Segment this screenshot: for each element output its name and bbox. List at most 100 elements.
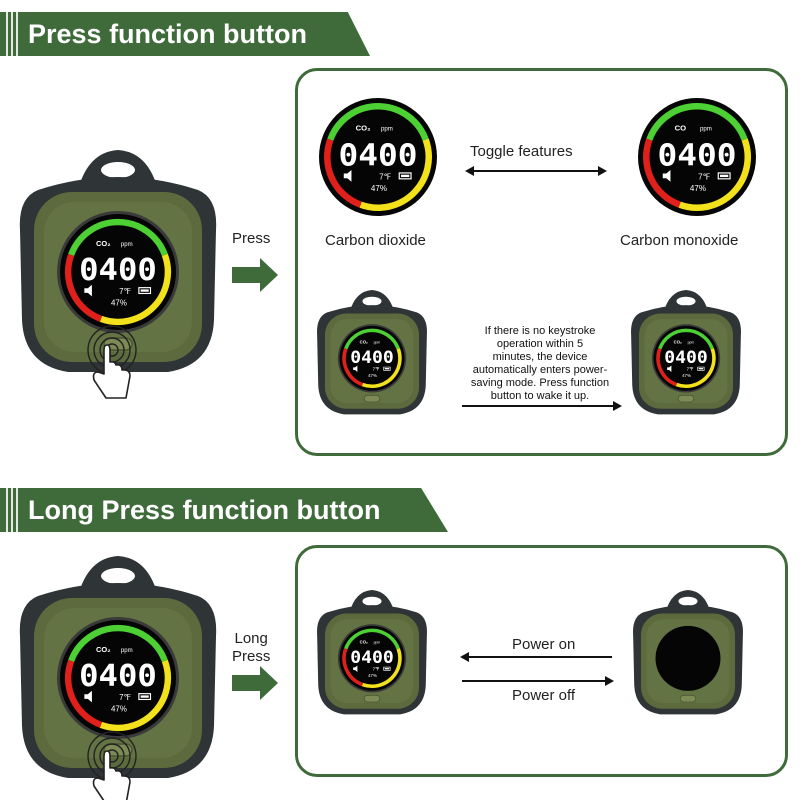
note-line: button to wake it up.: [490, 390, 590, 402]
gauge-green-arc: [327, 103, 429, 141]
gas-label: CO: [675, 123, 687, 132]
press-section-title: Press function button: [28, 19, 307, 49]
co-caption: Carbon monoxide: [620, 232, 739, 249]
humidity: 47%: [682, 373, 691, 378]
speaker-icon: [353, 665, 358, 672]
gauge-yellow-arc: [99, 659, 172, 732]
press-label: Press: [232, 230, 271, 247]
gauge-yellow-arc: [359, 138, 432, 211]
toggle-arrow: [465, 166, 607, 176]
gauge-red-arc: [64, 253, 103, 322]
gauge-green-arc: [658, 328, 714, 350]
gauge-yellow-arc: [361, 648, 402, 689]
right-arrow-icon: [232, 666, 278, 700]
toggle-features-label: Toggle features: [470, 143, 573, 160]
fingerprint-press-icon: [87, 731, 137, 800]
gauge-red-arc: [342, 348, 364, 387]
note-line: operation within 5: [496, 338, 584, 350]
gauge-red-arc: [64, 659, 103, 728]
reading-value: 0400: [79, 659, 157, 694]
speaker-icon: [84, 690, 92, 703]
temperature: 7℉: [379, 172, 391, 181]
note-line: If there is no keystroke: [484, 325, 596, 337]
long-press-label: Long Press: [232, 630, 270, 666]
gas-label: CO₂: [360, 340, 368, 345]
battery-icon: [697, 366, 705, 371]
power-saving-note: If there is no keystroke operation withi…: [460, 325, 620, 403]
unit-label: ppm: [374, 641, 381, 645]
humidity: 47%: [368, 673, 377, 678]
gas-label: CO₂: [356, 123, 371, 132]
reading-value: 0400: [350, 647, 394, 667]
speaker-icon: [662, 169, 671, 182]
temperature: 7℉: [373, 367, 380, 372]
battery-icon: [138, 287, 152, 295]
unit-label: ppm: [688, 341, 695, 345]
reading-value: 0400: [79, 253, 157, 288]
gauge-yellow-arc: [361, 348, 402, 389]
reading-value: 0400: [350, 347, 394, 367]
gauge-green-arc: [344, 628, 400, 650]
gas-label: CO₂: [96, 239, 111, 248]
gauge-red-arc: [643, 138, 681, 208]
gauge-green-arc: [646, 103, 748, 141]
device-small-off: [633, 590, 743, 715]
battery-icon: [138, 693, 152, 701]
temperature: 7℉: [119, 693, 131, 702]
power-off-label: Power off: [512, 687, 576, 704]
note-line: saving mode. Press function: [470, 377, 610, 389]
long-press-section-title: Long Press function button: [28, 495, 381, 525]
gauge-green-arc: [68, 219, 168, 257]
humidity: 47%: [690, 184, 706, 193]
right-arrow-icon: [232, 258, 278, 292]
power-on-arrow: [460, 652, 612, 662]
co2-caption: Carbon dioxide: [325, 232, 426, 249]
gauge-red-arc: [342, 648, 364, 687]
temperature: 7℉: [373, 667, 380, 672]
gas-label: CO₂: [96, 645, 111, 654]
note-line: minutes, the device: [492, 351, 588, 363]
battery-icon: [717, 172, 731, 180]
reading-value: 0400: [338, 138, 417, 173]
gauge-green-arc: [344, 328, 400, 350]
humidity: 47%: [111, 705, 127, 714]
unit-label: ppm: [700, 125, 712, 132]
gas-label: CO₂: [360, 640, 368, 645]
battery-icon: [383, 366, 391, 371]
gauge-green-arc: [68, 625, 168, 663]
battery-icon: [383, 666, 391, 671]
humidity: 47%: [368, 373, 377, 378]
gauge-yellow-arc: [99, 253, 172, 326]
speaker-icon: [343, 169, 352, 182]
reading-value: 0400: [657, 138, 736, 173]
reading-value: 0400: [664, 347, 708, 367]
unit-label: ppm: [374, 341, 381, 345]
gas-label: CO₂: [674, 340, 682, 345]
battery-icon: [398, 172, 412, 180]
gauge-red-arc: [656, 348, 678, 387]
power-on-label: Power on: [512, 636, 576, 653]
press-section-banner: Press function button: [0, 12, 370, 56]
note-line: automatically enters power-: [472, 364, 608, 376]
unit-label: ppm: [121, 242, 133, 248]
long-press-line: Long: [234, 630, 268, 647]
unit-label: ppm: [121, 648, 133, 654]
gauge-yellow-arc: [678, 138, 751, 211]
humidity: 47%: [111, 299, 127, 308]
unit-label: ppm: [381, 125, 393, 132]
power-off-arrow: [462, 676, 614, 686]
temperature: 7℉: [119, 287, 131, 296]
speaker-icon: [353, 365, 358, 372]
wake-arrow: [462, 401, 622, 411]
temperature: 7℉: [687, 367, 694, 372]
speaker-icon: [84, 284, 92, 297]
fingerprint-press-icon: [87, 325, 137, 399]
temperature: 7℉: [698, 172, 710, 181]
